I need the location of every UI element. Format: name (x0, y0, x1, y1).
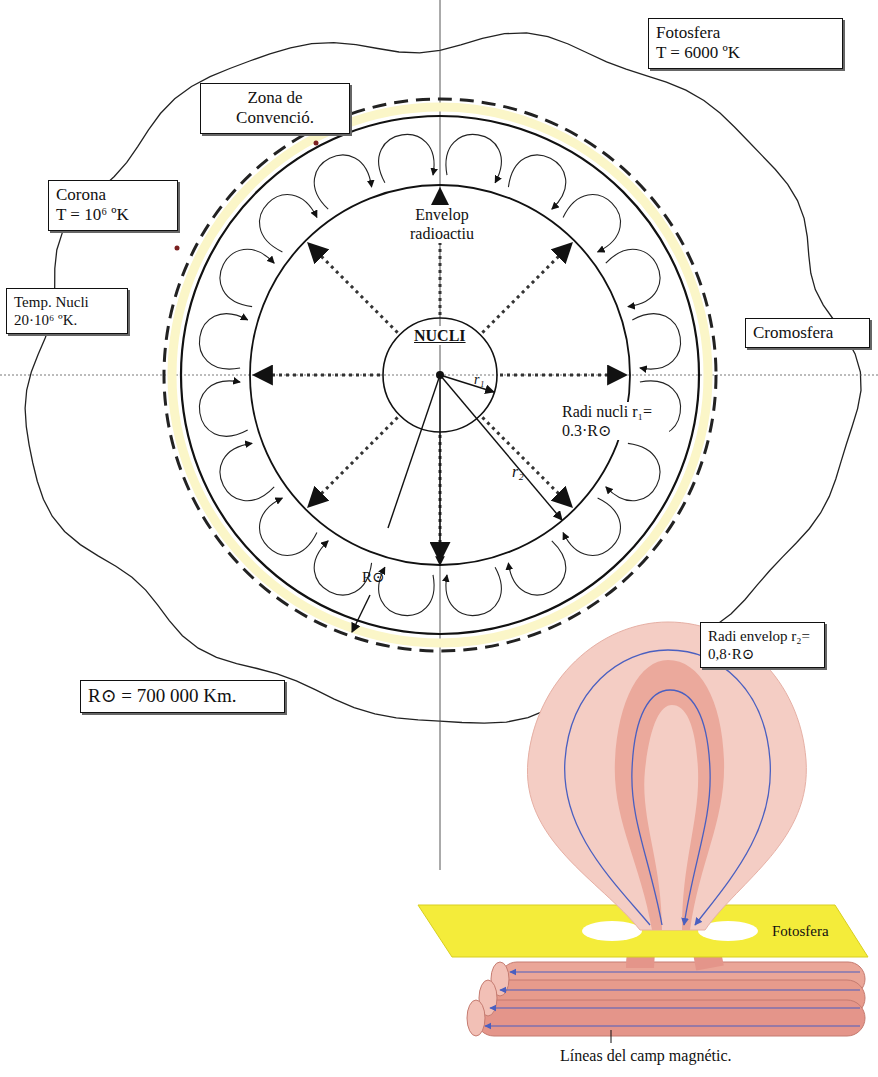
photosphere-circle (181, 116, 699, 634)
text-label: r₂ (512, 462, 524, 481)
convection-loop (508, 541, 565, 595)
radiation-arrow (254, 374, 380, 377)
envelope-circle (250, 185, 630, 565)
text-box: Cromosfera (745, 318, 870, 348)
box-text: T = 10⁶ ºK (56, 205, 170, 225)
box-heading: Cromosfera (753, 323, 862, 343)
prominence (527, 622, 806, 930)
leader-line (611, 1030, 612, 1043)
convection-loop (199, 314, 247, 369)
text-box: Radi envelop r₂= 0,8·R⊙ (700, 622, 825, 668)
spot (582, 921, 642, 941)
convection-loop (446, 567, 501, 615)
convection-loop (314, 541, 371, 595)
convection-loop (563, 498, 620, 555)
field-line (565, 650, 771, 925)
convection-loop (220, 443, 274, 500)
convection-loop (606, 249, 660, 306)
convection-loop (379, 134, 434, 182)
convection-loop (260, 498, 317, 555)
radius-line (439, 375, 440, 565)
text-label: Líneas del camp magnétic. (560, 1046, 731, 1065)
convection-loop (606, 443, 660, 500)
box-heading: Corona (56, 185, 170, 205)
field-line (632, 690, 710, 925)
convection-loop (508, 155, 565, 209)
convection-loop (260, 195, 317, 252)
corona-outline (25, 33, 861, 723)
leader-dot (314, 141, 319, 146)
text-box: Temp. Nucli 20·10⁶ ºK. (6, 288, 128, 334)
convection-loop (314, 155, 371, 209)
radius-line (388, 375, 440, 528)
radiation-arrow (309, 244, 398, 333)
convection-loop (563, 195, 620, 252)
text-box: Zona de Convenció. (200, 83, 350, 134)
radius-sun (352, 595, 370, 632)
text-box: CoronaT = 10⁶ ºK (48, 180, 178, 231)
text-box: FotosferaT = 6000 ºK (648, 18, 843, 69)
text-label: Radi nucli r₁= 0.3·R⊙ (560, 402, 669, 440)
text-label: Envelop radioactiu (395, 205, 489, 243)
chromosphere-circle (164, 99, 716, 651)
radiation-arrow (482, 244, 571, 333)
text-label: r₁ (474, 372, 484, 389)
vertical-axis (440, 0, 441, 870)
radius-r2 (440, 375, 562, 520)
convection-loop (446, 134, 501, 182)
photosphere-glow (172, 107, 708, 643)
convection-loops (199, 134, 680, 615)
prominence-inner (644, 705, 698, 930)
radius-r1 (440, 375, 494, 392)
radiation-arrow (500, 374, 626, 377)
box-heading: Fotosfera (656, 23, 835, 43)
convection-loop (379, 567, 434, 615)
convection-loop (632, 314, 680, 369)
convection-loop (220, 249, 274, 306)
text-label: R⊙ (362, 568, 385, 586)
radiation-arrow (482, 417, 571, 506)
convection-loop (199, 381, 247, 436)
text-label: Fotosfera (772, 922, 829, 940)
box-text: T = 6000 ºK (656, 43, 835, 63)
box-heading: R⊙ = 700 000 Km. (88, 685, 277, 708)
radiation-arrow (309, 417, 398, 506)
prominence-core (615, 660, 724, 930)
leader-dot (175, 246, 180, 251)
box-heading: Radi envelop r₂= 0,8·R⊙ (708, 627, 817, 663)
box-heading: Temp. Nucli 20·10⁶ ºK. (14, 293, 120, 329)
text-box: R⊙ = 700 000 Km. (80, 680, 285, 713)
text-label: NUCLI (412, 326, 468, 345)
box-heading: Zona de Convenció. (208, 88, 342, 129)
